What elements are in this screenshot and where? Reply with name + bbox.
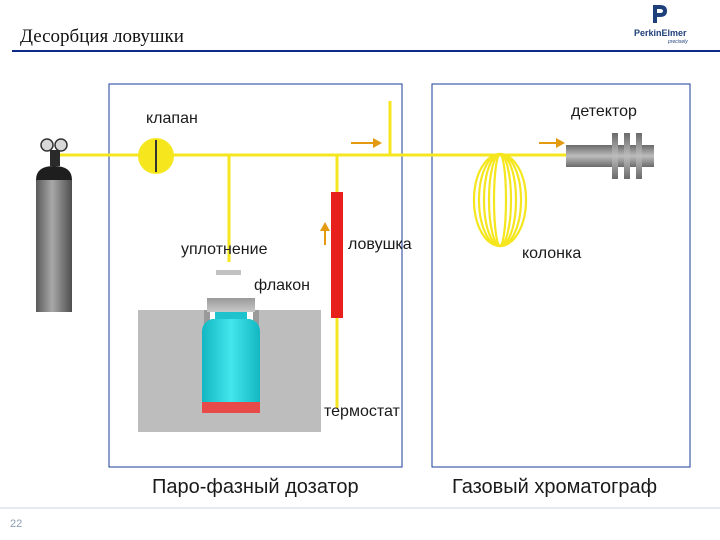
trap-label: ловушка (348, 236, 412, 253)
page-title: Десорбция ловушки (20, 26, 184, 47)
logo-tagline: precisely (668, 39, 688, 45)
headspace-sampler-caption: Паро-фазный дозатор (152, 476, 359, 498)
flow-arrow-right-icon (539, 138, 565, 148)
trap (331, 192, 343, 318)
seal-label: уплотнение (181, 241, 268, 258)
column-label: колонка (522, 245, 582, 262)
valve-icon (138, 138, 174, 174)
valve-label: клапан (146, 110, 198, 127)
gas-chromatograph-box (431, 83, 691, 468)
seal (216, 270, 241, 275)
perkinelmer-logo: PerkinElmer precisely (632, 4, 716, 48)
headspace-sampler-box (108, 83, 403, 468)
detector-label: детектор (571, 103, 637, 120)
thermostat-label: термостат (324, 403, 400, 420)
gas-chromatograph-caption: Газовый хроматограф (452, 476, 658, 498)
page-number: 22 (10, 518, 23, 530)
column-coil (472, 152, 528, 248)
flow-arrow-up-icon (320, 222, 330, 245)
logo-name: PerkinElmer (634, 28, 687, 38)
gas-cylinder (36, 138, 72, 312)
vial (202, 298, 260, 413)
detector (566, 133, 654, 179)
flow-arrow-right-icon (351, 138, 382, 148)
vial-label: флакон (254, 277, 310, 294)
